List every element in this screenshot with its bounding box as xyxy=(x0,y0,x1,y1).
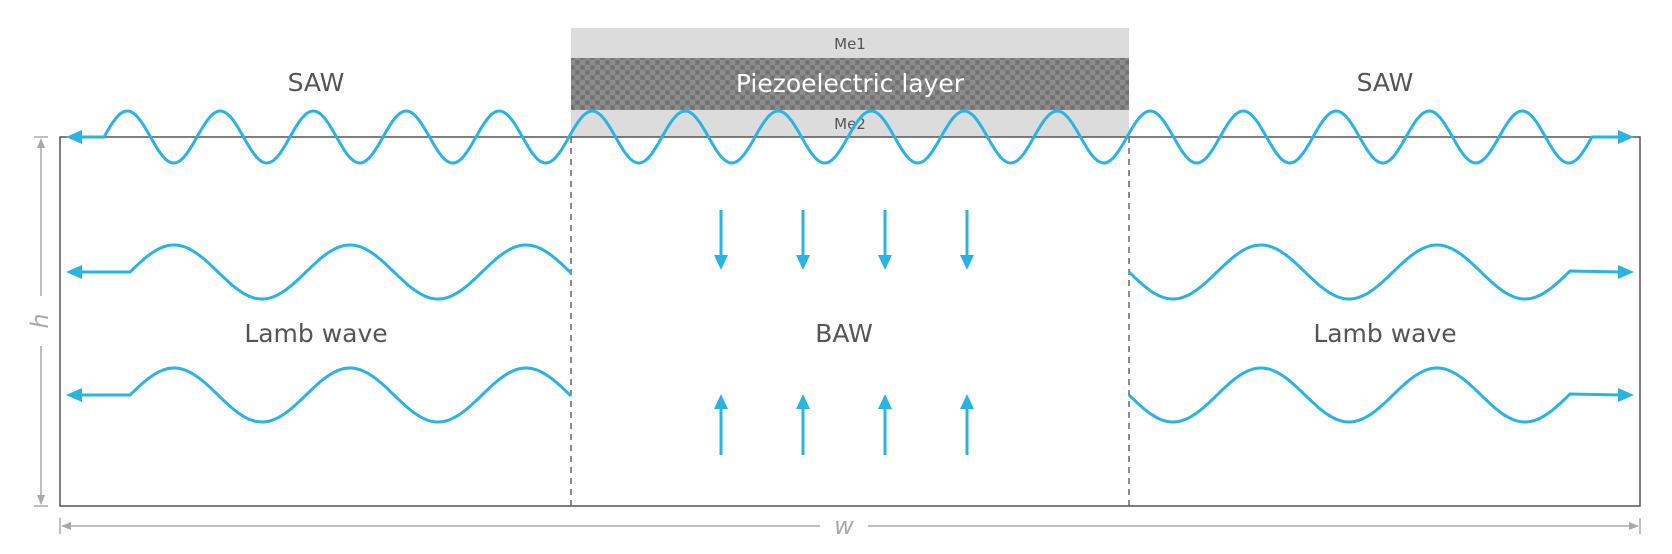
saw-wave xyxy=(80,109,1620,165)
lamb-wave-left-lower xyxy=(80,366,573,424)
lamb-left-lower-arrowhead xyxy=(66,388,82,402)
lamb-wave-right-label: Lamb wave xyxy=(1313,319,1456,348)
lamb-left-upper-arrowhead xyxy=(66,265,82,279)
baw-label: BAW xyxy=(815,319,873,348)
piezo-label: Piezoelectric layer xyxy=(736,69,965,98)
lamb-wave-left-upper xyxy=(80,243,573,301)
baw-down-arrows xyxy=(714,210,974,270)
baw-up-arrows xyxy=(714,394,974,455)
lamb-right-upper-arrowhead xyxy=(1618,265,1634,279)
lamb-wave-right-upper xyxy=(1127,243,1621,301)
lamb-wave-right-lower xyxy=(1127,366,1621,424)
height-dimension xyxy=(34,136,48,507)
height-label: h xyxy=(26,313,54,328)
lamb-wave-left-label: Lamb wave xyxy=(244,319,387,348)
lamb-right-lower-arrowhead xyxy=(1618,388,1634,402)
piezoelectric-layer xyxy=(571,58,1129,110)
width-label: w xyxy=(834,512,854,540)
substrate xyxy=(59,136,1641,507)
width-dimension xyxy=(59,518,1641,534)
saw-left-label: SAW xyxy=(288,68,345,97)
me1-label: Me1 xyxy=(834,35,866,53)
saw-left-arrowhead xyxy=(66,130,82,144)
saw-right-label: SAW xyxy=(1357,68,1414,97)
me1-electrode xyxy=(571,28,1129,58)
saw-right-arrowhead xyxy=(1618,130,1634,144)
